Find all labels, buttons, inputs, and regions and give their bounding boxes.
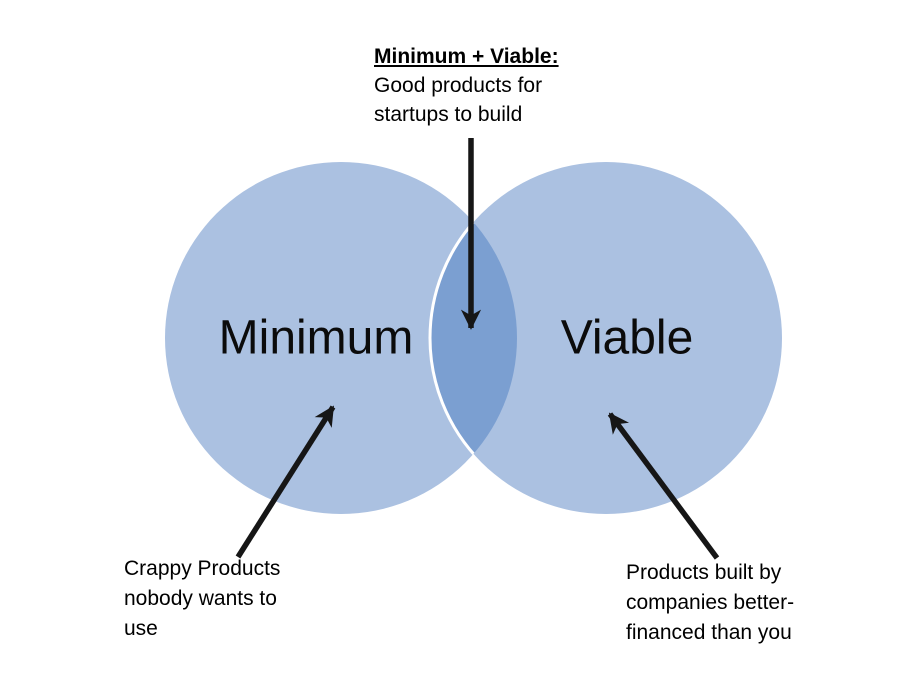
right-circle: [430, 162, 782, 514]
right-circle-label: Viable: [560, 311, 694, 365]
overlap-annotation-line: startups to build: [374, 103, 523, 126]
arrow-to-left-circle-icon: [235, 405, 336, 559]
left-circle-annotation-line: Crappy Products: [124, 557, 281, 580]
right-circle-annotation-line: financed than you: [626, 621, 792, 644]
left-circle-annotation: Crappy Products nobody wants to use: [124, 554, 280, 644]
right-circle-annotation-line: Products built by: [626, 561, 782, 584]
left-circle: [165, 162, 517, 514]
arrow-to-right-circle-icon: [607, 412, 720, 560]
left-circle-annotation-line: nobody wants to: [124, 587, 277, 610]
left-circle-annotation-line: use: [124, 617, 158, 640]
overlap-annotation: Minimum + Viable: Good products for star…: [374, 42, 559, 129]
overlap-annotation-line: Good products for: [374, 74, 543, 97]
right-circle-annotation-line: companies better-: [626, 591, 795, 614]
left-circle-label: Minimum: [218, 311, 414, 365]
right-circle-annotation: Products built by companies better- fina…: [626, 558, 794, 648]
overlap-annotation-title: Minimum + Viable:: [374, 45, 559, 68]
overlap-region: [428, 162, 517, 514]
